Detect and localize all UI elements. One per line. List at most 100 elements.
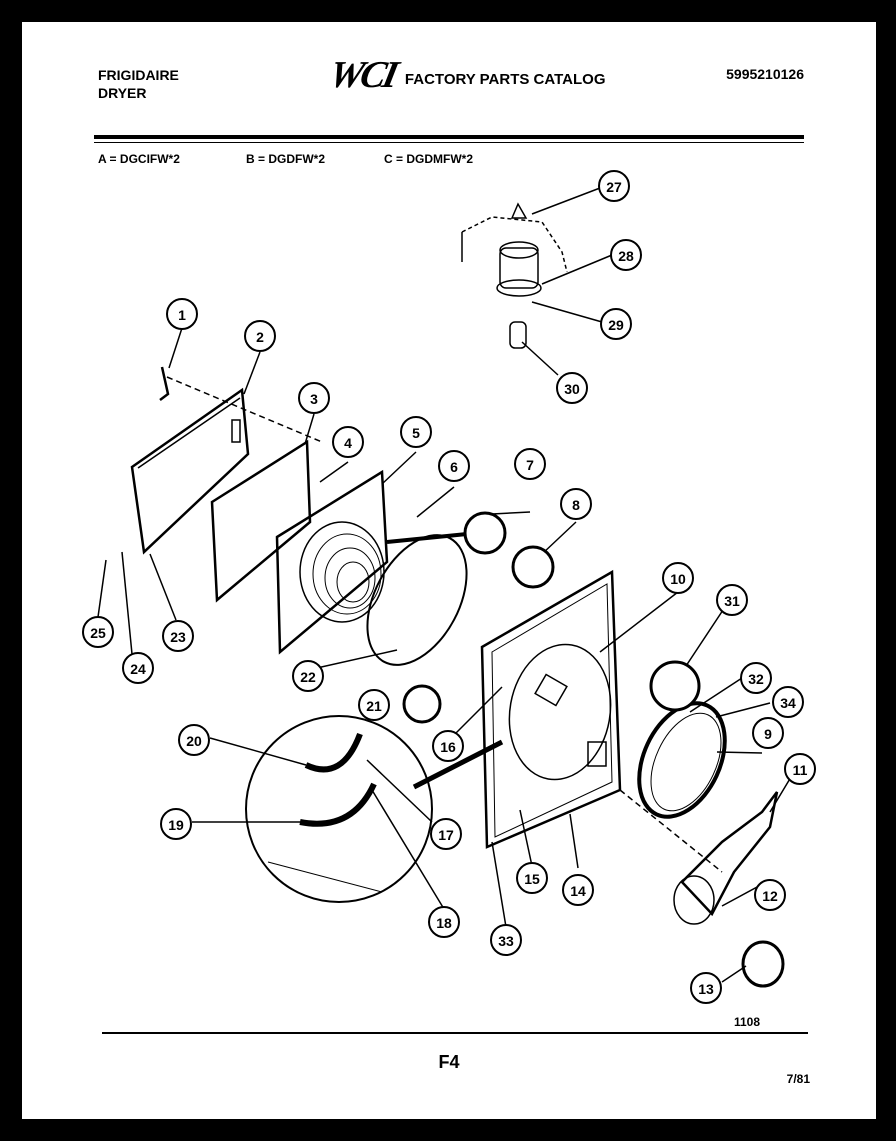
callout-circle: [784, 753, 816, 785]
model-a: A = DGCIFW*2: [98, 152, 180, 166]
leader-8: [541, 521, 577, 555]
callout-2: 2: [244, 320, 276, 352]
leader-23: [149, 553, 177, 621]
leader-2: [243, 351, 261, 395]
callout-label: 31: [724, 593, 740, 609]
header-rule-thick: [94, 135, 804, 139]
callout-5: 5: [400, 416, 432, 448]
callout-label: 13: [698, 981, 714, 997]
callout-circle: [716, 584, 748, 616]
callout-7: 7: [514, 448, 546, 480]
callout-22: 22: [292, 660, 324, 692]
callout-circle: [358, 689, 390, 721]
leader-30: [521, 341, 559, 376]
callout-label: 21: [366, 698, 382, 714]
front-panel: [275, 469, 389, 655]
part-number: 5995210126: [726, 66, 804, 82]
callout-label: 16: [440, 739, 456, 755]
door-inner-edge: [137, 397, 241, 469]
callout-circle: [292, 660, 324, 692]
callout-circle: [690, 972, 722, 1004]
callout-29: 29: [600, 308, 632, 340]
callout-circle: [740, 662, 772, 694]
vent-ring-1: [312, 533, 382, 615]
catalog-sheet: FRIGIDAIRE DRYER WCI FACTORY PARTS CATAL…: [22, 22, 876, 1119]
cabinet-front: [480, 569, 622, 849]
callout-label: 27: [606, 179, 622, 195]
callout-15: 15: [516, 862, 548, 894]
callout-label: 3: [310, 391, 318, 407]
callout-circle: [562, 874, 594, 906]
door-panel: [130, 387, 250, 555]
callout-label: 25: [90, 625, 106, 641]
seal-ring-inner: [650, 712, 722, 812]
detail-edge: [267, 861, 383, 893]
callout-31: 31: [716, 584, 748, 616]
leader-1: [168, 327, 183, 369]
callout-8: 8: [560, 488, 592, 520]
callout-circle: [598, 170, 630, 202]
igniter-gasket: [496, 279, 542, 297]
callout-label: 9: [764, 726, 772, 742]
leader-16: [454, 686, 503, 735]
callout-1: 1: [166, 298, 198, 330]
callout-circle: [432, 730, 464, 762]
figure-number: F4: [438, 1052, 460, 1072]
drum-opening: [508, 643, 612, 781]
callout-33: 33: [490, 924, 522, 956]
callout-label: 18: [436, 915, 452, 931]
callout-circle: [438, 450, 470, 482]
leader-10: [599, 591, 679, 653]
callout-10: 10: [662, 562, 694, 594]
callout-circle: [430, 818, 462, 850]
callout-label: 28: [618, 248, 634, 264]
leader-14: [569, 813, 579, 869]
callout-28: 28: [610, 239, 642, 271]
detail-pointer: [412, 739, 504, 790]
callout-circle: [82, 616, 114, 648]
leader-13: [721, 965, 747, 983]
callout-label: 11: [793, 762, 808, 778]
leader-25: [97, 559, 107, 618]
callout-label: 14: [570, 883, 586, 899]
igniter-top: [499, 241, 539, 259]
header-rule-thin: [94, 142, 804, 143]
model-c: C = DGDMFW*2: [384, 152, 474, 166]
callout-circle: [600, 308, 632, 340]
brand-block: FRIGIDAIRE DRYER: [98, 66, 179, 102]
callout-16: 16: [432, 730, 464, 762]
callout-circle: [490, 924, 522, 956]
product-type: DRYER: [98, 85, 147, 101]
callout-3: 3: [298, 382, 330, 414]
callout-label: 10: [670, 571, 686, 587]
leader-18: [371, 789, 445, 910]
callout-label: 4: [344, 435, 352, 451]
callout-9: 9: [752, 717, 784, 749]
door-handle-slot: [231, 419, 241, 443]
callout-circle: [754, 879, 786, 911]
callout-14: 14: [562, 874, 594, 906]
callout-circle: [428, 906, 460, 938]
callout-circle: [244, 320, 276, 352]
latch-leader: [386, 532, 468, 544]
callout-circle: [662, 562, 694, 594]
callout-label: 22: [300, 669, 316, 685]
hinge-leader: [166, 376, 323, 443]
callout-label: 23: [170, 629, 186, 645]
callout-circle: [752, 717, 784, 749]
leader-27: [531, 187, 601, 215]
callout-19: 19: [160, 808, 192, 840]
hinge-part: [159, 366, 170, 401]
callout-30: 30: [556, 372, 588, 404]
callout-circle: [556, 372, 588, 404]
callout-label: 17: [438, 827, 454, 843]
callout-circle: [298, 382, 330, 414]
callout-label: 1: [178, 307, 186, 323]
igniter-body: [499, 247, 539, 289]
leader-20: [209, 737, 307, 766]
exhaust-duct: [680, 791, 779, 917]
callout-label: 2: [256, 329, 264, 345]
pad-ring-31: [649, 660, 701, 712]
callout-circle: [772, 686, 804, 718]
